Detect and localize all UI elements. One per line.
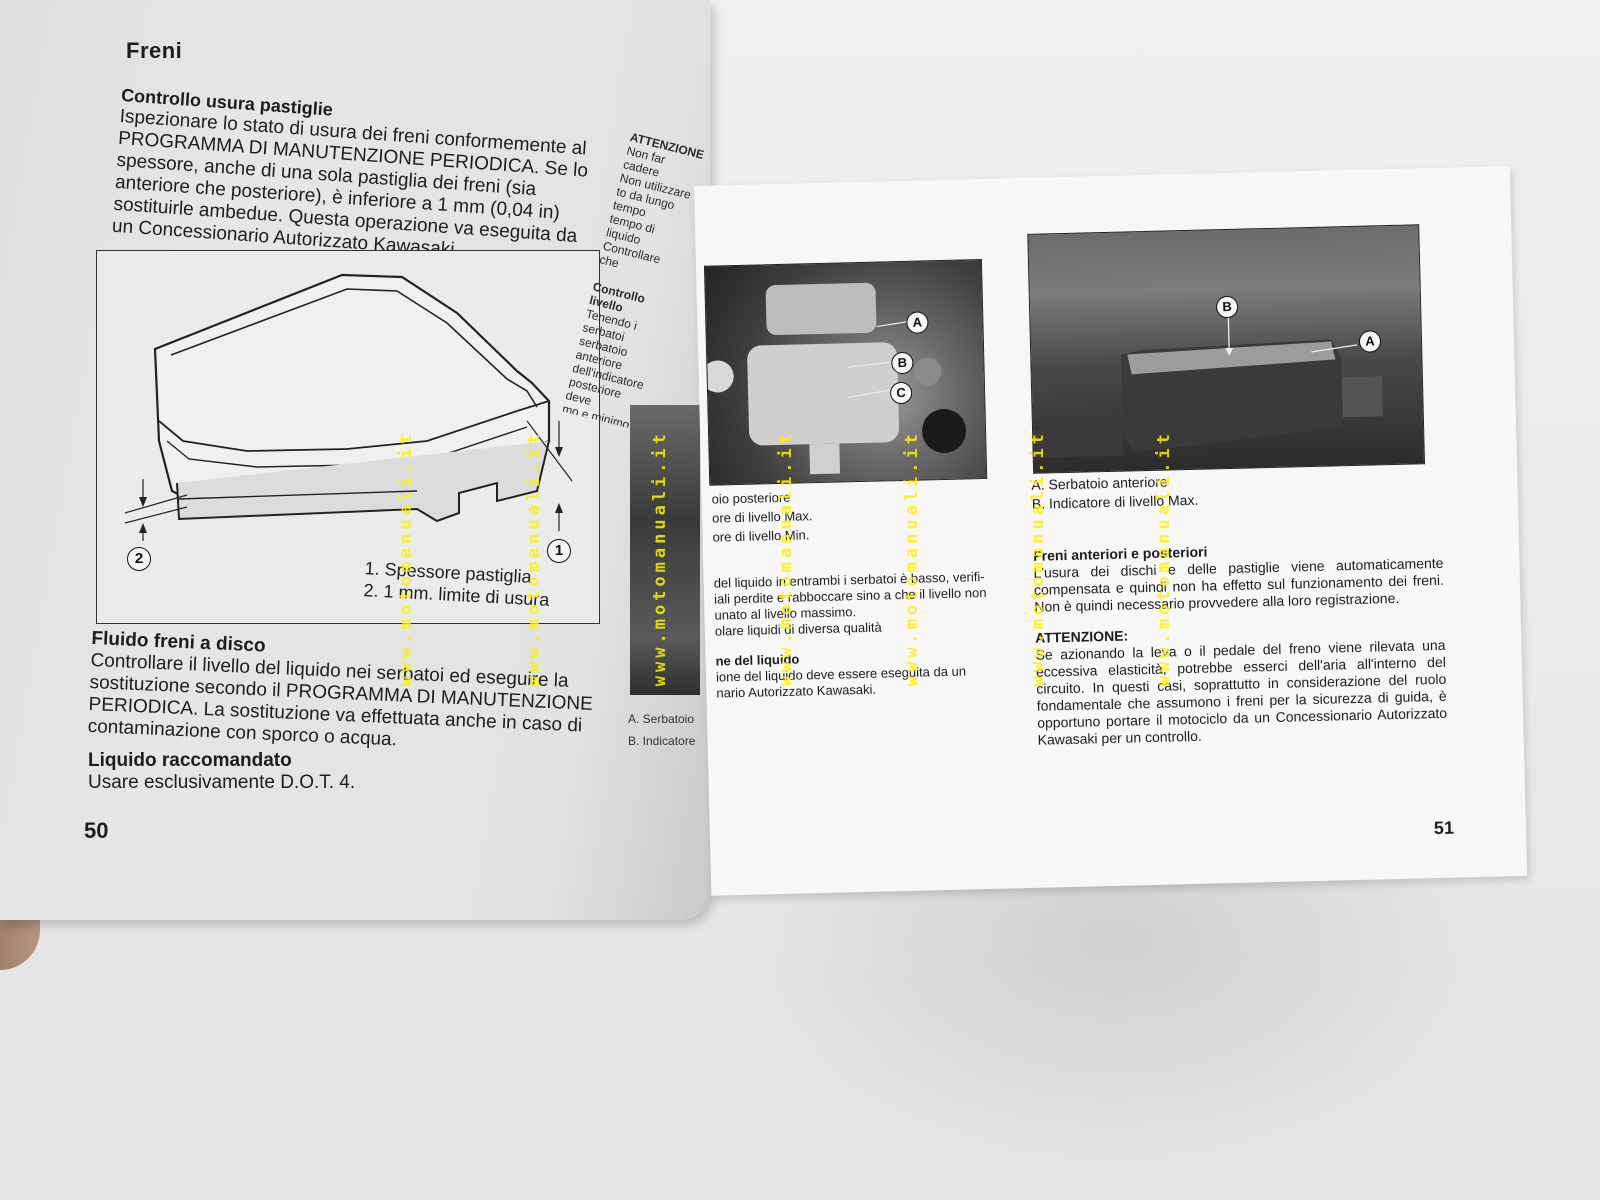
diagram-marker-1: 1 [547,539,571,563]
brakes-body: L'usura dei dischi e delle pastiglie vie… [1033,554,1445,615]
spine-caption-b: B. Indicatore di livello [628,734,698,748]
pad-wear-section: Controllo usura pastiglie Ispezionare lo… [111,84,611,272]
spine-photo [630,405,700,695]
photo1-captions: oio posteriore ore di livello Max. ore d… [711,487,813,546]
recommended-section: Liquido raccomandato Usare esclusivament… [88,750,588,794]
photo1-caption: ore di livello Min. [712,527,810,545]
watermark: www.motomanuali.it [1028,430,1048,687]
brake-pad-drawing [124,273,573,541]
watermark: www.motomanuali.it [524,430,544,687]
brakes-column: Freni anteriori e posteriori L'usura dei… [1033,538,1448,763]
photo1-caption: ore di livello Max. [711,508,813,526]
photo1-caption: oio posteriore [711,489,791,507]
spine-captions: A. Serbatoio anteriore B. Indicatore di … [628,708,698,752]
recommended-body: Usare esclusivamente D.O.T. 4. [88,772,356,793]
watermark: www.motomanuali.it [650,430,670,687]
spine-caption-a: A. Serbatoio anteriore [628,712,698,726]
left-page: Freni Controllo usura pastiglie Ispezion… [0,0,710,920]
rear-reservoir-photo: A B C [703,258,988,486]
watermark: www.motomanuali.it [1154,430,1174,687]
page-number-left: 50 [84,818,109,843]
front-reservoir-photo: B A [1027,224,1426,474]
page-number-right: 51 [1433,817,1455,839]
watermark: www.motomanuali.it [902,430,922,687]
watermark: www.motomanuali.it [396,430,416,687]
brake-pad-diagram: 1 2 [96,250,600,624]
book-shadow [700,880,1530,1180]
rear-reservoir-drawing [703,282,967,475]
level-check-column: del liquido in entrambi i serbatoi è bas… [714,569,1007,702]
section-title: Freni [126,38,183,63]
recommended-heading: Liquido raccomandato [88,750,292,771]
right-page: A B C oio posteriore ore di livello Max.… [694,166,1528,896]
watermark: www.motomanuali.it [776,430,796,687]
diagram-marker-2: 2 [127,547,151,571]
warning-body: Se azionando la leva o il pedale del fre… [1035,636,1448,748]
front-reservoir-drawing [1033,315,1383,458]
